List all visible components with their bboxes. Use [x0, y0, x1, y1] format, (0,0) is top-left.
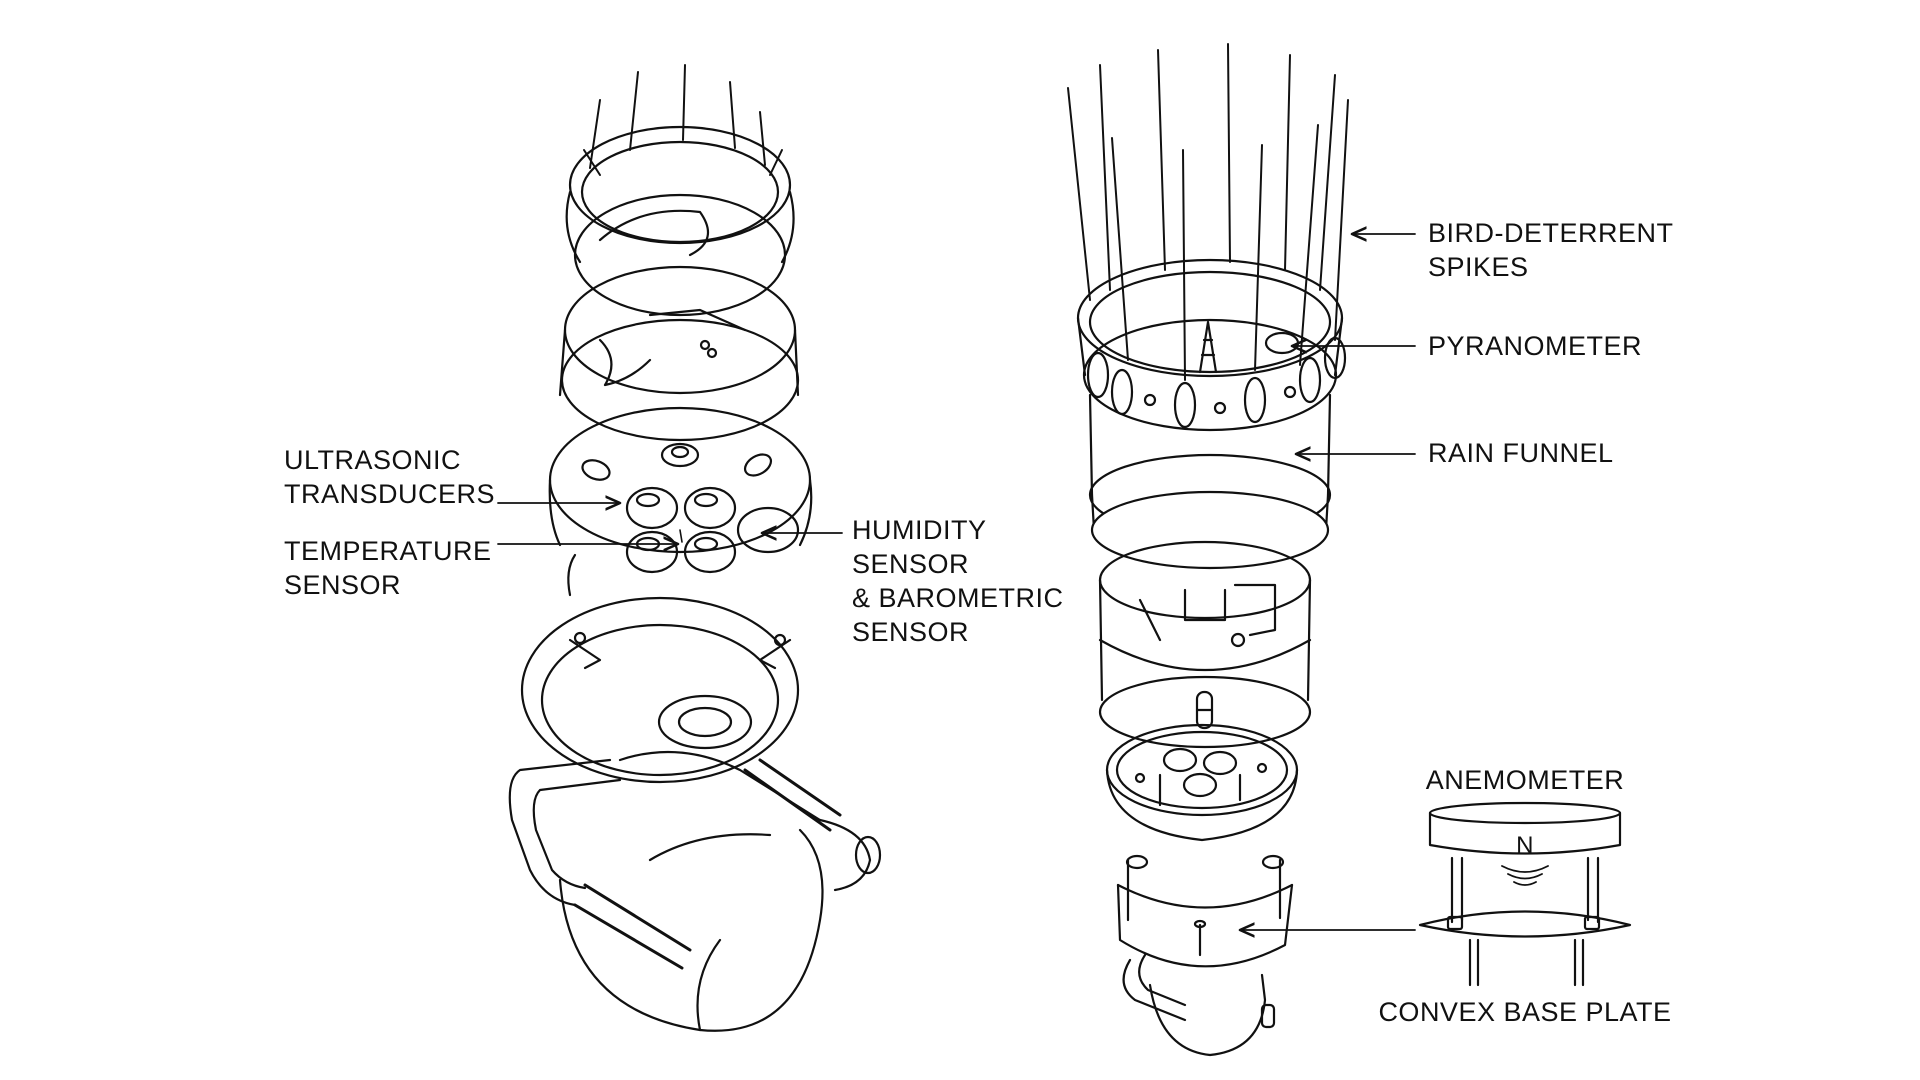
label-temperature-sensor: TEMPERATURE SENSOR — [284, 534, 492, 602]
right-spikes — [1067, 43, 1349, 381]
anemometer-north-mark: N — [1505, 832, 1545, 860]
label-humidity-line2: SENSOR — [852, 549, 970, 579]
sonic-wave-icon — [1501, 865, 1549, 886]
label-bird-deterrent-spikes: BIRD-DETERRENT SPIKES — [1428, 216, 1674, 284]
left-top-cap — [565, 125, 795, 317]
label-humidity-line1: HUMIDITY — [852, 515, 987, 545]
label-anemometer: ANEMOMETER — [1400, 763, 1650, 797]
label-temperature-line2: SENSOR — [284, 570, 402, 600]
left-mounting-bracket — [508, 553, 882, 1032]
callout-arrows — [497, 234, 1416, 930]
anemometer-inset — [1418, 801, 1632, 987]
left-housing — [558, 265, 800, 442]
label-bird-line1: BIRD-DETERRENT — [1428, 218, 1674, 248]
label-pyranometer-text: PYRANOMETER — [1428, 331, 1643, 361]
label-pyranometer: PYRANOMETER — [1428, 329, 1642, 363]
left-sensor-head — [548, 406, 813, 574]
left-sensor-assembly — [508, 64, 882, 1032]
label-anemometer-text: ANEMOMETER — [1425, 765, 1625, 795]
label-rain-funnel-text: RAIN FUNNEL — [1428, 438, 1614, 468]
label-ultrasonic-line2: TRANSDUCERS — [284, 479, 496, 509]
right-electronics — [1098, 540, 1312, 749]
label-ultrasonic-transducers: ULTRASONIC TRANSDUCERS — [284, 443, 495, 511]
right-base-plate — [1116, 854, 1294, 1057]
label-rain-funnel: RAIN FUNNEL — [1428, 436, 1614, 470]
label-convex-base-plate: CONVEX BASE PLATE — [1370, 995, 1680, 1029]
right-funnel-rim — [1076, 258, 1347, 432]
label-humidity-line4: SENSOR — [852, 617, 970, 647]
label-temperature-line1: TEMPERATURE — [284, 536, 492, 566]
right-sensor-housing — [1105, 723, 1299, 842]
label-bird-line2: SPIKES — [1428, 252, 1529, 282]
label-base-plate-text: CONVEX BASE PLATE — [1378, 997, 1672, 1027]
right-sensor-assembly — [1067, 43, 1349, 1057]
label-ultrasonic-line1: ULTRASONIC — [284, 445, 462, 475]
label-humidity-barometric: HUMIDITY SENSOR & BAROMETRIC SENSOR — [852, 513, 1064, 649]
label-humidity-line3: & BAROMETRIC — [852, 583, 1064, 613]
anemometer-n-text: N — [1516, 832, 1534, 859]
